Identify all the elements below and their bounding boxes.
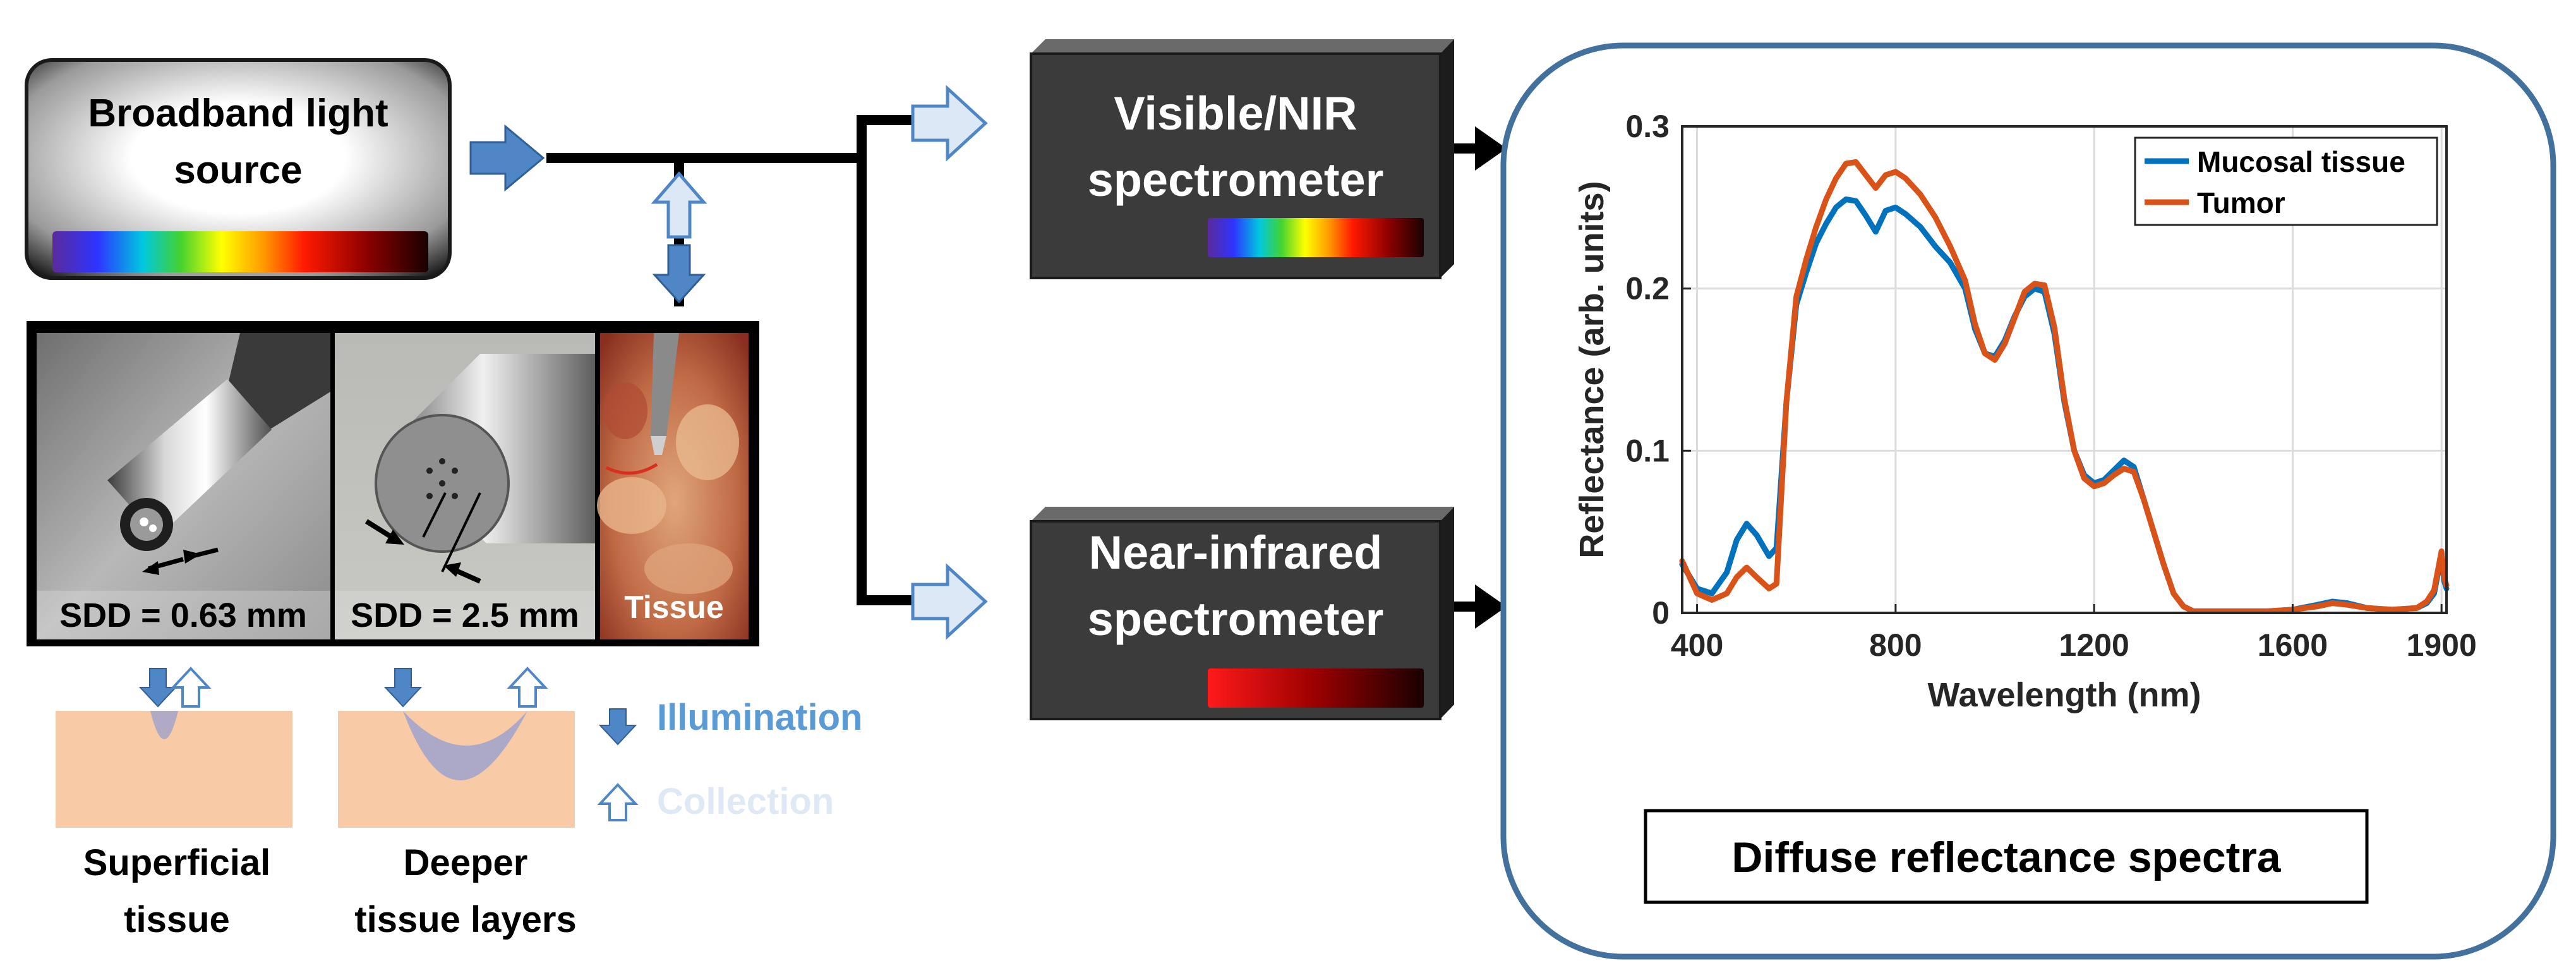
- x-tick-label-0: 400: [1671, 627, 1723, 663]
- tissue-photo: [597, 333, 749, 639]
- nir-input-arrow: [911, 563, 988, 640]
- chart-ticks: 400 800 1200 1600 1900 0 0.1 0.2 0.3: [1625, 109, 2476, 663]
- deeper-label-line2: tissue layers: [354, 899, 576, 940]
- collection-legend-arrow: [597, 783, 639, 821]
- x-tick-label-3: 1600: [2258, 627, 2328, 663]
- probe-photo-2-5mm: [335, 333, 595, 639]
- deeper-illumination-arrow: [383, 668, 423, 708]
- probe-photo-strip: SDD = 0.63 mm SDD = 2.5 mm Tissue: [27, 321, 759, 646]
- light-source-title-line2: source: [174, 148, 302, 192]
- superficial-label-line1: Superficial: [83, 842, 271, 883]
- superficial-label-line2: tissue: [124, 899, 230, 940]
- arrow-to-analysis-top: [1475, 126, 1507, 171]
- light-source-box: Broadband light source: [25, 58, 452, 280]
- y-tick-label-1: 0.1: [1625, 433, 1670, 468]
- deeper-tissue-illustration: Deeper tissue layers: [338, 667, 577, 940]
- light-source-title-line1: Broadband light: [88, 92, 388, 135]
- nir-spectrometer-line1: Near-infrared: [1089, 526, 1383, 579]
- deeper-label-line1: Deeper: [404, 842, 528, 883]
- arrow-legend: Illumination Collection: [597, 697, 862, 822]
- visible-spectrometer-line1: Visible/NIR: [1114, 87, 1357, 140]
- probe-collection-arrow: [651, 171, 707, 239]
- deeper-collection-arrow: [507, 667, 548, 708]
- series-line-tumor: [1679, 159, 2450, 614]
- nir-spectrometer-line2: spectrometer: [1088, 593, 1384, 645]
- visible-nir-spectrometer-box: Visible/NIR spectrometer: [1030, 39, 1454, 279]
- near-infrared-spectrometer-box: Near-infrared spectrometer: [1030, 507, 1454, 720]
- visible-spectrometer-spectrum-bar: [1208, 218, 1424, 257]
- y-tick-label-2: 0.2: [1625, 271, 1670, 306]
- arrow-to-analysis-bottom: [1475, 584, 1507, 629]
- probe-illumination-arrow: [652, 244, 706, 304]
- x-tick-label-2: 1200: [2059, 627, 2129, 663]
- superficial-collection-arrow: [170, 667, 212, 708]
- probe-2-sdd-label: SDD = 2.5 mm: [351, 596, 579, 634]
- reflectance-chart: 400 800 1200 1600 1900 0 0.1 0.2 0.3 Wavelength …: [1573, 109, 2477, 714]
- x-tick-label-1: 800: [1869, 627, 1922, 663]
- probe-photo-0-63mm: [37, 333, 330, 639]
- chart-frame: [1681, 125, 2448, 614]
- x-tick-label-4: 1900: [2407, 627, 2477, 663]
- visible-spectrometer-line2: spectrometer: [1088, 154, 1384, 206]
- chart-legend: Mucosal tissue Tumor: [2134, 136, 2438, 226]
- superficial-illumination-arrow: [138, 668, 178, 708]
- y-tick-label-3: 0.3: [1625, 109, 1670, 144]
- result-caption: Diffuse reflectance spectra: [1731, 833, 2281, 881]
- legend-label-mucosal: Mucosal tissue: [2197, 145, 2405, 178]
- illumination-legend-label: Illumination: [657, 697, 862, 738]
- y-tick-label-0: 0: [1652, 595, 1670, 631]
- superficial-tissue-illustration: Superficial tissue: [56, 667, 292, 940]
- result-caption-box: [1644, 809, 2369, 904]
- probe-1-sdd-label: SDD = 0.63 mm: [59, 596, 307, 634]
- chart-series-group: [1679, 159, 2450, 614]
- legend-label-tumor: Tumor: [2197, 186, 2285, 219]
- light-source-spectrum-bar: [52, 231, 428, 272]
- collection-legend-label: Collection: [657, 781, 834, 822]
- chart-legend-box: [2134, 136, 2438, 226]
- connection-lines: [546, 115, 1478, 612]
- chart-y-axis-label: Reflectance (arb. units): [1573, 181, 1611, 558]
- illumination-legend-arrow: [598, 708, 637, 746]
- source-output-arrow: [469, 124, 545, 192]
- nir-spectrometer-spectrum-bar: [1208, 668, 1424, 708]
- chart-x-axis-label: Wavelength (nm): [1927, 676, 2201, 714]
- visible-input-arrow: [911, 85, 988, 162]
- tissue-photo-label: Tissue: [624, 590, 724, 625]
